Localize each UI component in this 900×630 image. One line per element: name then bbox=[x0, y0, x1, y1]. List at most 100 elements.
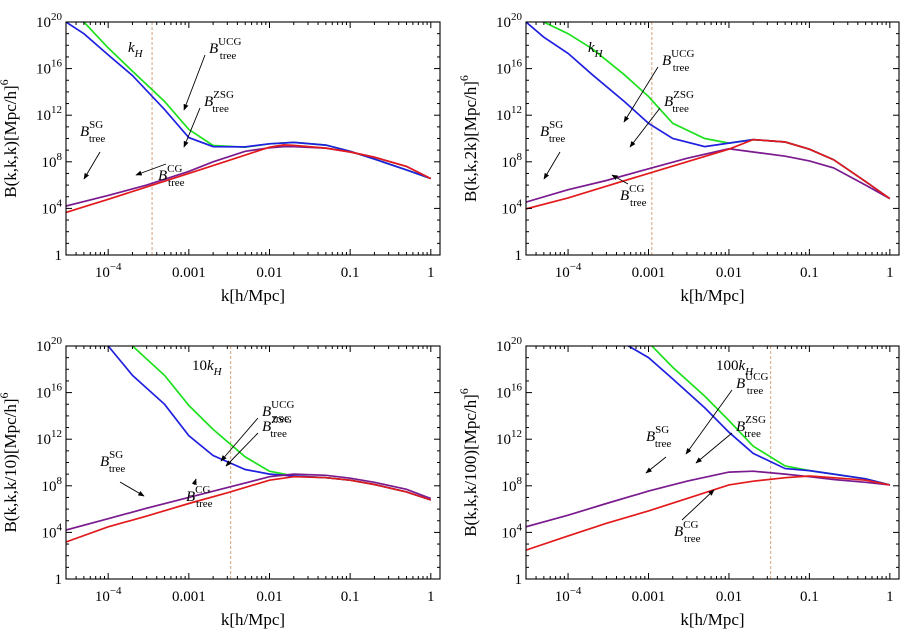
arrow-cg bbox=[681, 489, 715, 521]
horizon-label: kH bbox=[588, 40, 604, 60]
tick-base: 10 bbox=[496, 62, 511, 78]
label-subscript: tree bbox=[270, 428, 287, 440]
y-tick-label: 1020 bbox=[496, 335, 523, 355]
arrow-ucg bbox=[685, 389, 733, 455]
tick-base: 10 bbox=[555, 589, 570, 605]
horizon-label-factor: 10 bbox=[192, 358, 207, 374]
y-tick-label: 1020 bbox=[496, 11, 523, 31]
x-tick-label: 0.001 bbox=[172, 589, 206, 605]
label-subscript: tree bbox=[212, 103, 229, 115]
x-tick-label: 1 bbox=[427, 265, 435, 281]
label-subscript: tree bbox=[109, 463, 126, 475]
tick-base: 10 bbox=[42, 155, 57, 171]
label-superscript: SG bbox=[549, 119, 563, 131]
y-tick-label: 104 bbox=[502, 197, 523, 217]
tick-exp: 16 bbox=[51, 382, 63, 394]
tick-exp: 20 bbox=[51, 11, 63, 23]
tick-base: 10 bbox=[496, 386, 511, 402]
tick-exp: 8 bbox=[517, 151, 523, 163]
y-axis-label: B(k,k,k)[Mpc/h]6 bbox=[0, 79, 20, 197]
ylabel-exp: 6 bbox=[0, 79, 11, 85]
arrow-zsg bbox=[695, 432, 733, 464]
x-tick-label: 0.001 bbox=[172, 265, 206, 281]
tick-exp: 8 bbox=[517, 475, 523, 487]
curve-cg bbox=[66, 144, 432, 214]
arrow-cg bbox=[191, 478, 197, 486]
curve-zsg bbox=[66, 22, 432, 180]
tick-base: 10 bbox=[502, 201, 517, 217]
tick-base: 10 bbox=[496, 432, 511, 448]
x-tick-label: 0.01 bbox=[716, 589, 742, 605]
y-tick-label: 1016 bbox=[36, 382, 63, 402]
tick-base: 10 bbox=[36, 62, 51, 78]
y-tick-label: 1012 bbox=[36, 428, 62, 448]
curve-cg bbox=[526, 138, 891, 210]
label-superscript: SG bbox=[109, 449, 123, 461]
tick-exp: 12 bbox=[51, 428, 62, 440]
x-tick-label: 1 bbox=[886, 265, 894, 281]
arrow-zsg bbox=[183, 107, 201, 148]
y-tick-label: 108 bbox=[42, 475, 63, 495]
y-tick-label: 1016 bbox=[496, 58, 523, 78]
label-subscript: tree bbox=[672, 103, 689, 115]
label-superscript: UCG bbox=[218, 36, 241, 48]
x-axis-label: k[h/Mpc] bbox=[221, 610, 285, 629]
tick-exp: 16 bbox=[511, 382, 523, 394]
x-tick-label: 0.1 bbox=[800, 589, 819, 605]
tick-base: 10 bbox=[496, 108, 511, 124]
y-tick-label: 104 bbox=[42, 197, 63, 217]
curve-sg bbox=[526, 470, 890, 528]
tick-exp: 8 bbox=[57, 151, 63, 163]
tick-base: 10 bbox=[36, 432, 51, 448]
y-tick-label: 1016 bbox=[36, 58, 63, 78]
label-B: B bbox=[209, 41, 218, 57]
label-B: B bbox=[664, 94, 673, 110]
x-tick-label: 0.001 bbox=[632, 589, 666, 605]
tick-base: 10 bbox=[36, 108, 51, 124]
label-subscript: tree bbox=[630, 197, 647, 209]
label-subscript: tree bbox=[549, 133, 566, 145]
x-tick-label: 10−4 bbox=[95, 261, 122, 281]
arrow-ucg bbox=[183, 54, 206, 111]
label-superscript: ZSG bbox=[213, 89, 234, 101]
tick-exp: 4 bbox=[517, 521, 523, 533]
label-superscript: ZSG bbox=[271, 414, 292, 426]
label-superscript: UCG bbox=[271, 399, 294, 411]
x-tick-label: 0.01 bbox=[716, 265, 742, 281]
x-tick-label: 0.1 bbox=[341, 589, 360, 605]
x-tick-label: 0.1 bbox=[341, 265, 360, 281]
tick-base: 10 bbox=[95, 265, 110, 281]
label-B: B bbox=[662, 53, 671, 69]
horizon-label-sub: H bbox=[744, 366, 754, 378]
y-tick-label: 1 bbox=[515, 572, 523, 588]
x-axis-label: k[h/Mpc] bbox=[680, 286, 744, 305]
x-axis-label: k[h/Mpc] bbox=[680, 610, 744, 629]
horizon-label-k: k bbox=[207, 358, 214, 374]
arrow-zsg bbox=[225, 432, 259, 467]
label-B: B bbox=[736, 376, 745, 392]
y-tick-label: 1012 bbox=[496, 428, 522, 448]
tick-exp: 4 bbox=[57, 521, 63, 533]
label-B: B bbox=[204, 94, 213, 110]
tick-exp: 16 bbox=[51, 58, 63, 70]
label-subscript: tree bbox=[89, 133, 106, 145]
y-tick-label: 1012 bbox=[496, 104, 522, 124]
label-subscript: tree bbox=[744, 428, 761, 440]
tick-exp: 12 bbox=[511, 104, 522, 116]
horizon-label-k: k bbox=[588, 40, 595, 56]
y-tick-label: 1012 bbox=[36, 104, 62, 124]
x-tick-label: 10−4 bbox=[555, 261, 582, 281]
tick-exp: −4 bbox=[110, 261, 122, 273]
label-superscript: ZSG bbox=[745, 414, 766, 426]
horizon-label-sub: H bbox=[594, 48, 604, 60]
tick-base: 10 bbox=[42, 525, 57, 541]
arrow-zsg bbox=[629, 107, 661, 148]
label-B: B bbox=[540, 124, 549, 140]
curve-cg bbox=[66, 475, 432, 543]
y-axis-label: B(k,k,2k)[Mpc/h]6 bbox=[457, 75, 480, 202]
